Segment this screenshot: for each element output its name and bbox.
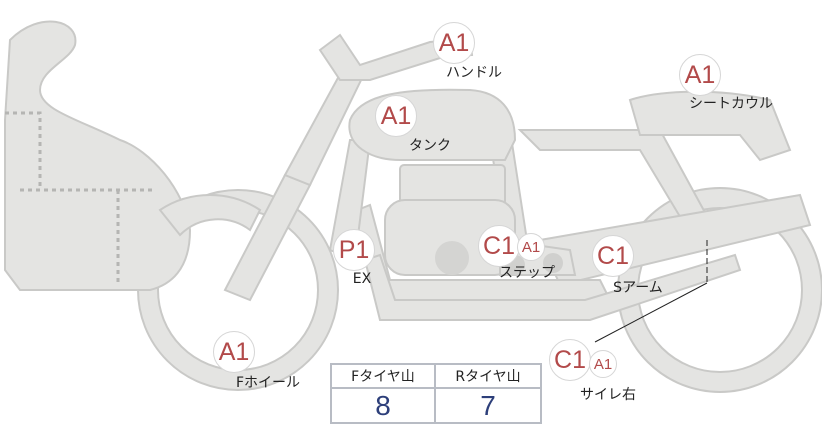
label-tank: タンク <box>409 138 451 154</box>
sub-grade-badge-silencer-right: A1 <box>589 350 617 378</box>
grade-badge-step: C1 <box>478 225 520 267</box>
grade-badge-swing-arm: C1 <box>592 235 634 277</box>
label-step: ステップ <box>499 265 555 281</box>
rear-tread-value: 7 <box>480 389 496 421</box>
rear-tread-header: Rタイヤ山 <box>436 365 540 389</box>
grade-badge-tank: A1 <box>375 95 417 137</box>
label-seat-cowl: シートカウル <box>689 96 773 112</box>
label-front-wheel: Fホイール <box>235 375 301 391</box>
label-silencer-right: サイレ右 <box>580 387 636 403</box>
grade-badge-seat-cowl: A1 <box>679 54 721 96</box>
label-handle: ハンドル <box>446 65 502 81</box>
grade-badge-handle: A1 <box>433 22 475 64</box>
front-tread-header: Fタイヤ山 <box>332 365 436 389</box>
label-ex: EX <box>352 271 372 287</box>
label-swing-arm: Sアーム <box>613 280 663 296</box>
grade-badge-front-wheel: A1 <box>213 331 255 373</box>
grade-badge-ex: P1 <box>333 229 375 271</box>
sub-grade-badge-step: A1 <box>517 233 545 261</box>
grade-badge-silencer-right: C1 <box>549 339 591 381</box>
tire-tread-table: Fタイヤ山 Rタイヤ山 8 7 <box>330 363 542 424</box>
front-tread-value: 8 <box>332 389 436 422</box>
